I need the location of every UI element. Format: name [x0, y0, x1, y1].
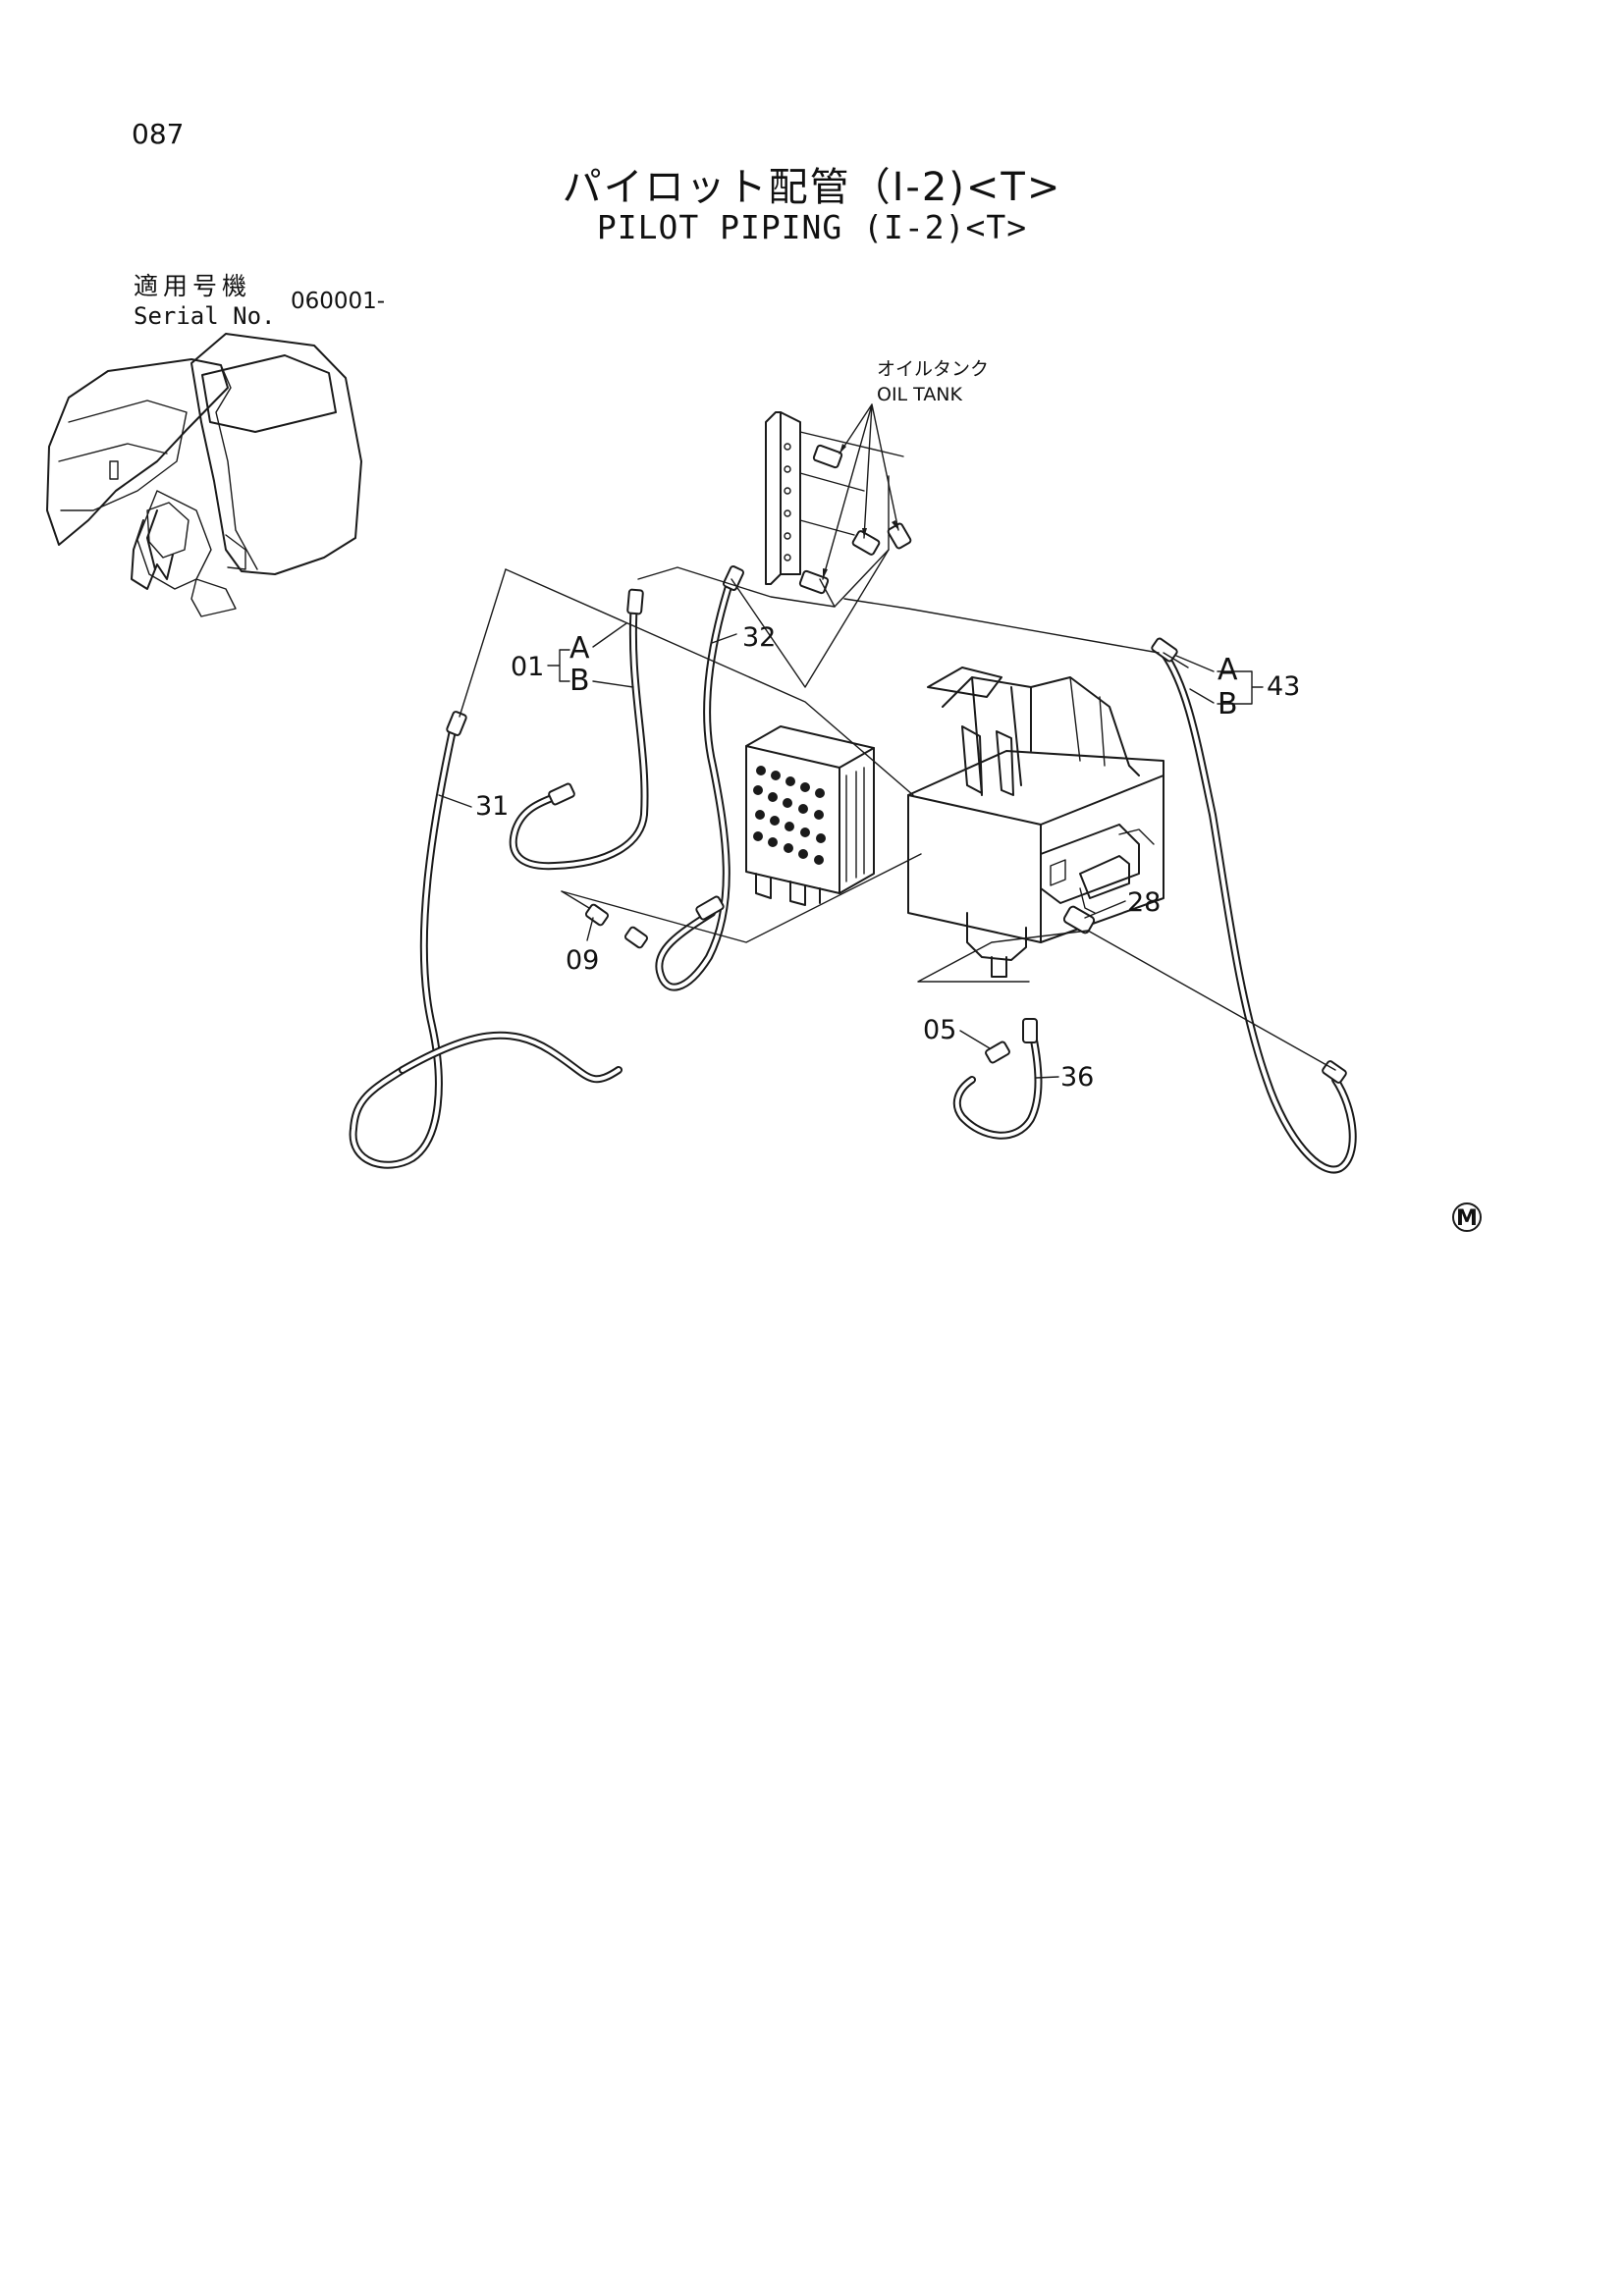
hose-43	[1151, 637, 1357, 1174]
oil-tank-label-japanese: オイルタンク	[877, 358, 989, 380]
maker-mark-icon: M	[1452, 1202, 1482, 1232]
serial-label-japanese: 適用号機	[134, 272, 252, 300]
oil-tank-leader-lines	[822, 403, 899, 580]
callout-32: 32	[742, 622, 776, 653]
connection-lines	[459, 475, 1336, 1071]
hose-32	[655, 565, 745, 991]
hose-09-fitting	[584, 903, 649, 949]
maker-mark-letter: M	[1456, 1206, 1478, 1231]
callout-36: 36	[1060, 1062, 1094, 1093]
serial-number-range: 060001-	[291, 289, 386, 314]
callout-01-a: A	[569, 631, 590, 666]
callout-01-b: B	[569, 664, 590, 698]
oil-tank-label-english: OIL TANK	[877, 384, 963, 405]
callout-43-b: B	[1218, 687, 1238, 721]
callout-05: 05	[923, 1015, 956, 1045]
fitting-28	[1062, 905, 1096, 934]
page-title-english: PILOT PIPING (I-2)<T>	[596, 208, 1028, 246]
serial-label-english: Serial No.	[134, 302, 276, 330]
callout-09: 09	[566, 945, 599, 976]
callout-01: 01	[511, 652, 544, 682]
callout-31: 31	[475, 791, 509, 822]
control-valve	[907, 667, 1164, 978]
oil-tank-bracket	[765, 411, 912, 595]
page-number: 087	[132, 118, 185, 150]
hose-01	[509, 588, 649, 871]
callout-43-a: A	[1218, 653, 1238, 687]
callout-28: 28	[1127, 887, 1161, 918]
callout-leaders	[438, 622, 1264, 1079]
hose-36	[952, 1018, 1043, 1140]
hose-31	[349, 711, 623, 1169]
pilot-valve-block	[745, 725, 875, 906]
callout-43: 43	[1267, 671, 1300, 702]
machine-locator-thumbnail	[46, 333, 362, 617]
page-title-japanese: パイロット配管（I-2)<T>	[562, 165, 1062, 210]
